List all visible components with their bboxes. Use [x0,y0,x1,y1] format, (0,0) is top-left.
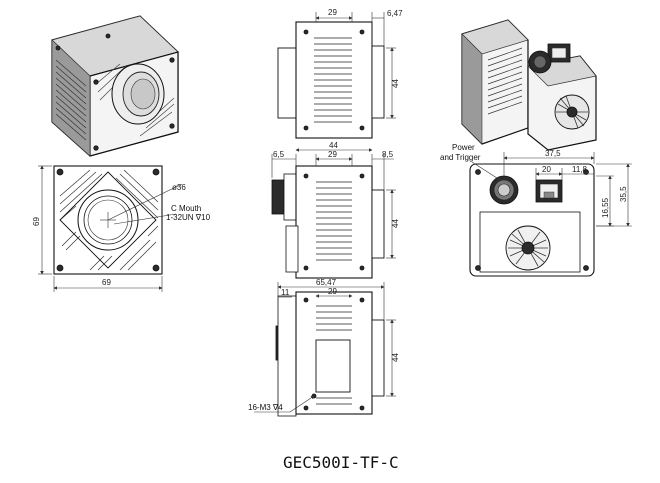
rear-port-x-dim: 20 [542,165,551,174]
camera-rear-iso-icon [461,19,597,151]
side-body-dim: 29 [328,150,337,159]
mount-label-1: C Mouth [171,204,201,213]
side-right-dim: 8,5 [382,150,394,159]
lens-diameter-dim: ø36 [172,183,186,192]
bottom-view: 65,47 29 11 44 16-M3 ∇4 [248,278,400,417]
rear-port-offset-dim: 11,8 [572,165,588,174]
front-height-dim: 69 [32,217,41,226]
front-width-dim: 69 [102,278,111,287]
top-view: 29 6,47 44 [277,8,403,139]
top-height-dim: 44 [391,79,400,88]
top-flange-dim: 6,47 [387,9,403,18]
thread-note: 16-M3 ∇4 [248,403,283,412]
bottom-flange-dim: 11 [281,288,290,297]
camera-front-iso-icon [51,15,179,157]
side-height-dim: 44 [391,219,400,228]
rear-view: Power and Trigger 37,5 20 11,8 16,55 35,… [440,143,632,277]
rear-width-dim: 37,5 [545,149,561,158]
connector-label-2: and Trigger [440,153,481,162]
side-left-dim: 6,5 [273,150,285,159]
mount-label-2: 1-32UN ∇10 [166,213,211,222]
power-trigger-connector-icon [489,175,519,205]
cooling-fan-icon [505,225,551,271]
front-view: 69 69 ø36 C Mouth 1-32UN ∇10 [32,165,211,292]
bottom-height-dim: 44 [391,353,400,362]
top-body-dim: 29 [328,8,337,17]
rear-height-dim: 35,5 [619,186,628,202]
bottom-total-dim: 65,47 [316,278,337,287]
connector-label-1: Power [452,143,475,152]
bottom-body-dim: 29 [328,287,337,296]
rear-port-h-dim: 16,55 [601,197,610,218]
mounting-hole-icon [56,168,160,272]
side-total-dim: 44 [329,141,338,150]
rj45-port-icon [535,179,563,203]
side-view: 44 29 6,5 8,5 44 [271,141,400,279]
model-title: GEC500I-TF-C [283,453,399,472]
